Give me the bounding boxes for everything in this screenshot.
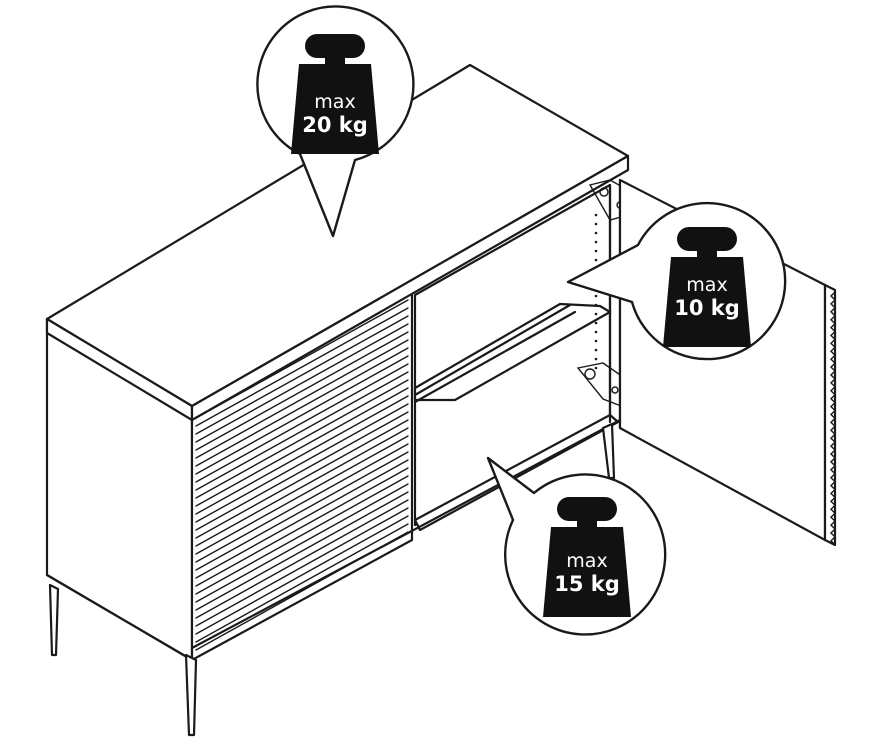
pin-hole — [594, 312, 598, 316]
sideboard — [45, 63, 837, 737]
weight-icon-bottom: max 15 kg — [543, 497, 631, 617]
door-flute — [195, 467, 409, 587]
door-edge-serration — [830, 291, 836, 546]
door-flute — [195, 347, 409, 467]
shelf-front-edge-lower — [413, 310, 577, 404]
door-flute — [195, 371, 409, 491]
pin-hole — [594, 321, 598, 325]
callout-bottom: max 15 kg — [486, 456, 667, 636]
pin-hole — [594, 303, 598, 307]
pin-hole — [594, 339, 598, 343]
door-flute — [195, 491, 409, 611]
door-flute — [195, 315, 409, 435]
door-flute — [195, 387, 409, 507]
door-flute — [195, 363, 409, 483]
weight-top-line2: 20 kg — [302, 113, 368, 137]
door-flute — [195, 475, 409, 595]
pin-hole — [594, 222, 598, 226]
leg-back-left — [48, 583, 60, 657]
weight-top-line1: max — [314, 91, 355, 113]
front-lower-rail — [190, 418, 622, 650]
weight-icon-top: max 20 kg — [291, 34, 379, 154]
door-flute — [195, 379, 409, 499]
door-flute — [195, 339, 409, 459]
door-flute — [195, 459, 409, 579]
pin-hole — [594, 348, 598, 352]
callout-top: max 20 kg — [256, 5, 415, 238]
door-flute — [195, 395, 409, 515]
door-flute — [195, 331, 409, 451]
weight-icon-shelf: max 10 kg — [663, 227, 751, 347]
pin-hole — [594, 357, 598, 361]
pin-hole — [594, 330, 598, 334]
top-edge-front — [190, 154, 630, 422]
base-strip-edge — [45, 573, 194, 662]
door-flute — [195, 499, 409, 619]
door-flute — [195, 427, 409, 547]
weight-bottom-line1: max — [566, 550, 607, 572]
pin-hole — [594, 213, 598, 217]
door-flute — [195, 443, 409, 563]
door-flute — [195, 451, 409, 571]
weight-shelf-line2: 10 kg — [674, 296, 740, 320]
door-flute — [195, 507, 409, 627]
callout-shelf: max 10 kg — [566, 201, 787, 361]
door-flute — [195, 323, 409, 443]
pin-hole — [594, 231, 598, 235]
pin-hole — [594, 258, 598, 262]
pin-hole — [594, 249, 598, 253]
pin-hole — [594, 240, 598, 244]
door-flute — [195, 411, 409, 531]
door-flute — [195, 419, 409, 539]
shelf-front-edge — [413, 303, 572, 397]
door-flute — [195, 403, 409, 523]
pin-hole — [594, 366, 598, 370]
leg-front-left — [184, 653, 198, 737]
door-flute — [195, 483, 409, 603]
door-edge-teeth — [830, 291, 836, 546]
door-flute — [195, 515, 409, 635]
door-flute — [195, 523, 409, 643]
pin-hole — [594, 294, 598, 298]
leg-front-right — [601, 422, 616, 480]
weight-shelf-line1: max — [686, 274, 727, 296]
door-flute — [195, 355, 409, 475]
door-flute — [195, 307, 409, 427]
weight-bottom-line2: 15 kg — [554, 572, 620, 596]
door-flute — [195, 435, 409, 555]
